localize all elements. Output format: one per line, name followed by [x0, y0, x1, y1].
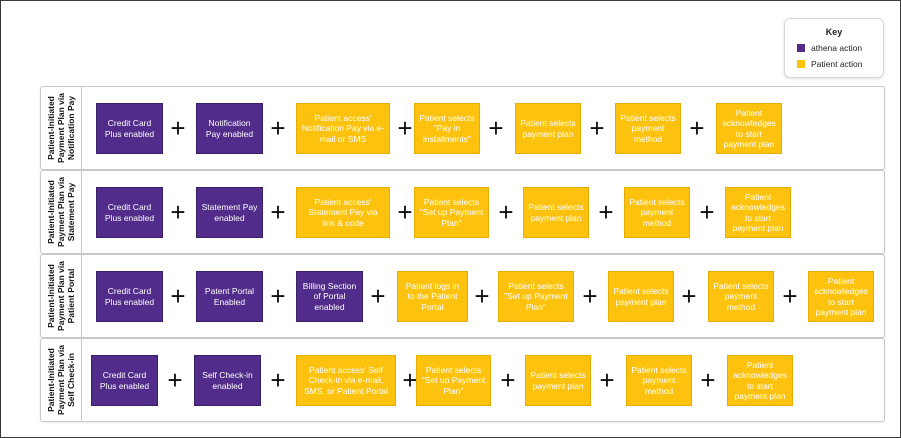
athena-action-step: Self Check-in enabled [194, 355, 261, 406]
plus-icon: + [681, 281, 697, 311]
patient-action-step: Patient selects "Set up Payment Plan" [416, 355, 491, 406]
plus-icon: + [598, 197, 614, 227]
plus-icon: + [599, 365, 615, 395]
swimlane-label: Patient-Initiated Payment Plan via Patie… [46, 261, 77, 331]
athena-action-step: Credit Card Plus enabled [91, 355, 158, 406]
plus-icon: + [700, 365, 716, 395]
patient-action-step: Patient access' Self Check-in via e-mail… [296, 355, 396, 406]
legend: Key athena action Patient action [784, 18, 884, 78]
legend-title: Key [825, 27, 843, 37]
athena-action-step: Credit Card Plus enabled [96, 187, 163, 238]
patient-action-step: Patient selects payment method [615, 103, 681, 154]
plus-icon: + [689, 113, 705, 143]
plus-icon: + [782, 281, 798, 311]
plus-icon: + [589, 113, 605, 143]
patient-action-step: Patient acknowledges to start payment pl… [808, 271, 874, 322]
plus-icon: + [397, 113, 413, 143]
plus-icon: + [474, 281, 490, 311]
swimlane-header: Patient-Initiated Payment Plan via State… [41, 171, 82, 253]
plus-icon: + [699, 197, 715, 227]
athena-action-step: Billing Section of Portal enabled [296, 271, 363, 322]
swimlane: Patient-Initiated Payment Plan via Patie… [40, 254, 885, 338]
swimlane: Patient-Initiated Payment Plan via State… [40, 170, 885, 254]
legend-label-patient: Patient action [811, 59, 863, 69]
swimlane: Patient-Initiated Payment Plan via Self … [40, 338, 885, 422]
plus-icon: + [270, 281, 286, 311]
plus-icon: + [170, 113, 186, 143]
legend-swatch-patient [797, 60, 805, 68]
athena-action-step: Statement Pay enabled [196, 187, 263, 238]
legend-item-patient: Patient action [797, 59, 863, 69]
patient-action-step: Patient selects payment plan [608, 271, 674, 322]
patient-action-step: Patient selects payment plan [523, 187, 589, 238]
legend-item-athena: athena action [797, 43, 862, 53]
plus-icon: + [270, 113, 286, 143]
patient-action-step: Patient selects payment method [624, 187, 690, 238]
plus-icon: + [498, 197, 514, 227]
swimlane-label: Patient-Initiated Payment Plan via Notif… [46, 93, 77, 163]
patient-action-step: Patient selects "Pay in installments" [414, 103, 480, 154]
plus-icon: + [397, 197, 413, 227]
plus-icon: + [170, 281, 186, 311]
patient-action-step: Patient selects "Set up Payment Plan" [498, 271, 574, 322]
legend-label-athena: athena action [811, 43, 863, 53]
patient-action-step: Patient access' Notification Pay via e-m… [296, 103, 390, 154]
swimlane-label: Patient-Initiated Payment Plan via State… [46, 177, 77, 247]
patient-action-step: Patient acknowledges to start payment pl… [725, 187, 791, 238]
patient-action-step: Patient selects payment plan [525, 355, 591, 406]
plus-icon: + [402, 365, 418, 395]
plus-icon: + [488, 113, 504, 143]
patient-action-step: Patient selects payment method [708, 271, 774, 322]
swimlane-label: Patient-Initiated Payment Plan via Self … [46, 345, 77, 415]
patient-action-step: Patient logs in to the Patient Portal [397, 271, 468, 322]
plus-icon: + [370, 281, 386, 311]
athena-action-step: Credit Card Plus enabled [96, 103, 163, 154]
athena-action-step: Credit Card Plus enabled [96, 271, 163, 322]
plus-icon: + [167, 365, 183, 395]
swimlane-header: Patient-Initiated Payment Plan via Notif… [41, 87, 82, 169]
patient-action-step: Patient access' Statement Pay via link &… [296, 187, 390, 238]
plus-icon: + [500, 365, 516, 395]
plus-icon: + [582, 281, 598, 311]
patient-action-step: Patient acknowledges to start payment pl… [727, 355, 793, 406]
patient-action-step: Patient selects payment plan [515, 103, 581, 154]
patient-action-step: Patient selects payment method [626, 355, 692, 406]
legend-swatch-athena [797, 44, 805, 52]
athena-action-step: Notification Pay enabled [196, 103, 263, 154]
patient-action-step: Patient selects "Set up Payment Plan" [414, 187, 489, 238]
swimlane: Patient-Initiated Payment Plan via Notif… [40, 86, 885, 170]
plus-icon: + [170, 197, 186, 227]
patient-action-step: Patient acknowledges to start payment pl… [716, 103, 782, 154]
swimlane-header: Patient-Initiated Payment Plan via Patie… [41, 255, 82, 337]
athena-action-step: Patent Portal Enabled [196, 271, 263, 322]
swimlane-header: Patient-Initiated Payment Plan via Self … [41, 339, 82, 421]
plus-icon: + [270, 197, 286, 227]
plus-icon: + [270, 365, 286, 395]
